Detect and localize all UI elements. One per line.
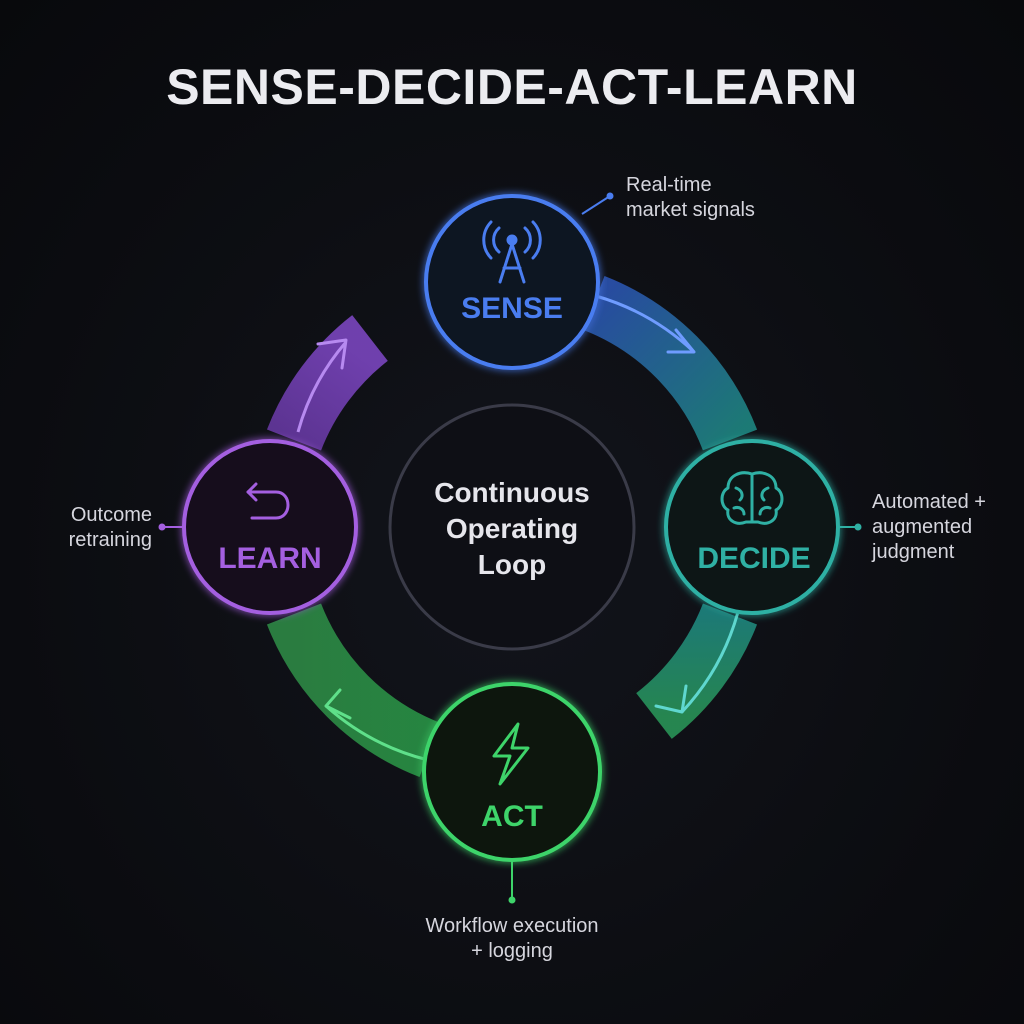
callout-learn-line-2: retraining xyxy=(68,529,152,551)
callout-decide: Automated + augmented judgment xyxy=(872,490,986,565)
antenna-icon xyxy=(482,220,542,284)
brain-icon xyxy=(720,471,784,525)
arc-act-to-learn xyxy=(266,603,441,778)
node-act: ACT xyxy=(422,682,602,862)
callout-sense-line-2: market signals xyxy=(626,199,755,221)
lightning-icon xyxy=(492,722,530,786)
callout-learn: Outcome retraining xyxy=(40,503,152,553)
callout-act-line-1: Workflow execution xyxy=(425,915,599,937)
callout-act: Workflow execution + logging xyxy=(402,914,622,964)
callout-decide-line-1: Automated + xyxy=(872,491,986,513)
node-learn-label: LEARN xyxy=(218,542,321,575)
center-hub: Continuous Operating Loop xyxy=(388,403,636,651)
diagram-title: SENSE-DECIDE-ACT-LEARN xyxy=(166,59,858,115)
loop-arrows xyxy=(296,294,740,762)
arc-learn-to-sense xyxy=(266,315,389,452)
node-decide: DECIDE xyxy=(664,439,840,615)
arrow-into-sense xyxy=(316,338,348,370)
callout-decide-line-2: augmented xyxy=(872,516,973,538)
callout-sense-line-1: Real-time xyxy=(626,174,712,196)
center-line-1: Continuous xyxy=(434,477,590,508)
node-learn: LEARN xyxy=(182,439,358,615)
return-arrow-icon xyxy=(246,482,290,520)
arc-sense-to-decide xyxy=(582,275,758,451)
center-line-2: Operating xyxy=(446,513,578,544)
node-act-label: ACT xyxy=(481,800,543,833)
callout-leaders xyxy=(158,192,862,904)
callout-sense: Real-time market signals xyxy=(626,173,755,223)
node-sense: SENSE xyxy=(424,194,600,370)
callout-decide-line-3: judgment xyxy=(872,541,955,563)
node-sense-label: SENSE xyxy=(461,292,563,325)
center-line-3: Loop xyxy=(478,549,546,580)
callout-act-line-2: + logging xyxy=(471,940,553,962)
node-decide-label: DECIDE xyxy=(697,542,810,575)
callout-learn-line-1: Outcome xyxy=(70,504,152,526)
